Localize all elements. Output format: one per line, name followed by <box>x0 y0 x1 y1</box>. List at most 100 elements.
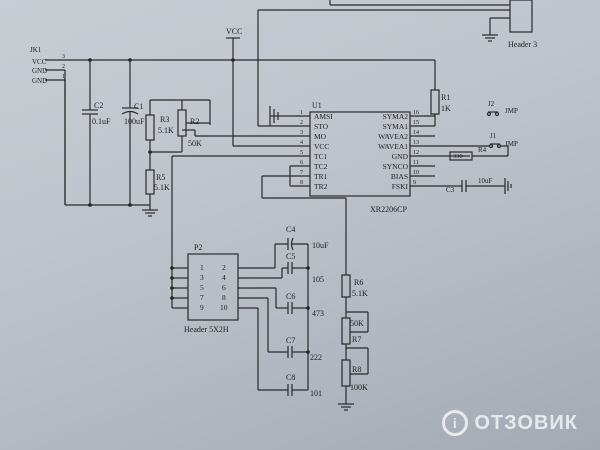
jk1-pin-num-1: 1 <box>62 74 65 80</box>
u1-part-number: XR2206CP <box>370 205 407 214</box>
u1-pin-12-name: GND <box>392 152 409 161</box>
u1-pin-3-num: 3 <box>300 130 303 136</box>
c7-value: 222 <box>310 353 322 362</box>
u1-pin-4-name: VCC <box>314 142 329 151</box>
p2-header <box>170 210 239 321</box>
p2-pin-3: 3 <box>200 273 204 282</box>
vcc-label: VCC <box>226 27 242 36</box>
p2-pin-7: 7 <box>200 293 204 302</box>
r1-resistor <box>430 89 440 126</box>
u1-right-pins: SYMA2 16 SYMA1 15 WAVEA2 14 WAVEA1 13 GN… <box>378 110 419 191</box>
header-3-lines <box>257 0 533 60</box>
otzovik-watermark: i ОТЗОВИК <box>442 410 578 436</box>
r6-ref: R6 <box>354 278 363 287</box>
u1-pin-13-name: WAVEA1 <box>378 142 408 151</box>
r2-value: 50K <box>188 139 202 148</box>
p2-pin-5: 5 <box>200 283 204 292</box>
p2-pin-6: 6 <box>222 283 226 292</box>
u1-pin-16-num: 16 <box>413 110 419 116</box>
j2-ref: J2 <box>488 100 495 108</box>
p2-pin-8: 8 <box>222 293 226 302</box>
r6-r7-r8-network <box>338 274 369 411</box>
r5-value: 5.1K <box>154 183 170 192</box>
u1-pin-8-num: 8 <box>300 180 303 186</box>
u1-pin-13-num: 13 <box>413 140 419 146</box>
r4-value: 330 <box>453 153 463 160</box>
p2-pin-10: 10 <box>220 303 228 312</box>
jk1-pin-vcc: VCC <box>32 58 47 66</box>
r1-ref: R1 <box>441 93 450 102</box>
u1-pin-6-name: TC2 <box>314 162 328 171</box>
p2-pin-2: 2 <box>222 263 226 272</box>
u1-pin-2-num: 2 <box>300 120 303 126</box>
c4-value: 10uF <box>312 241 329 250</box>
r7-value: 50K <box>350 319 364 328</box>
watermark-text: ОТЗОВИК <box>474 411 578 434</box>
p2-pin-9: 9 <box>200 303 204 312</box>
c4-ref: C4 <box>286 225 295 234</box>
c8-ref: C8 <box>286 373 295 382</box>
c8-value: 101 <box>310 389 322 398</box>
u1-left-pins: 1 AMSI 2 STO 3 MO 4 VCC 5 TC1 6 TC2 7 TR… <box>300 110 333 191</box>
jumpers-r4 <box>449 111 509 161</box>
j2-value: JMP <box>505 107 518 115</box>
r8-ref: R8 <box>352 365 361 374</box>
u1-pin-4-num: 4 <box>300 140 303 146</box>
p2-pin-numbers: 1 3 5 7 9 2 4 6 8 10 <box>200 263 228 312</box>
u1-pin-5-num: 5 <box>300 150 303 156</box>
p2-label: Header 5X2H <box>184 325 229 334</box>
c6-value: 473 <box>312 309 324 318</box>
c1-value: 100uF <box>124 117 145 126</box>
r5-ref: R5 <box>156 173 165 182</box>
r7-ref: R7 <box>352 335 361 344</box>
u1-pin-11-name: SYNCO <box>383 162 409 171</box>
vcc-symbol <box>226 37 240 146</box>
u1-pin-7-name: TR1 <box>314 172 328 181</box>
otzovik-logo-icon: i <box>442 410 469 436</box>
c3-ref: C3 <box>446 186 455 194</box>
u1-pin-14-num: 14 <box>413 130 419 136</box>
u1-pin-6-num: 6 <box>300 160 303 166</box>
r6-value: 5.1K <box>352 289 368 298</box>
u1-pin-1-name: AMSI <box>314 112 333 121</box>
jk1-connector <box>45 59 65 81</box>
c5-value: 105 <box>312 275 324 284</box>
r3-r2-r5-network <box>142 99 310 217</box>
supply-rails <box>64 58 436 207</box>
u1-pin-12-num: 12 <box>413 150 419 156</box>
u1-pin-5-name: TC1 <box>314 152 328 161</box>
c3-capacitor <box>450 178 512 194</box>
jk1-pin-gnd-2: GND <box>32 77 47 85</box>
u1-pin-15-num: 15 <box>413 120 419 126</box>
p2-pin-1: 1 <box>200 263 204 272</box>
r2-ref: R2 <box>190 117 199 126</box>
r3-value: 5.1K <box>158 126 174 135</box>
c7-ref: C7 <box>286 336 295 345</box>
r4-ref: R4 <box>478 146 487 154</box>
u1-pin-8-name: TR2 <box>314 182 328 191</box>
r1-value: 1K <box>441 104 451 113</box>
header-3-label: Header 3 <box>508 40 537 49</box>
p2-pin-4: 4 <box>222 273 226 282</box>
jk1-pin-num-3: 3 <box>62 54 65 60</box>
u1-pin-10-name: BIAS <box>391 172 408 181</box>
c2-value: 0.1uF <box>92 117 111 126</box>
c1-ref: C1 <box>134 102 143 111</box>
jk1-pin-num-2: 2 <box>62 64 65 70</box>
c1-capacitor <box>121 60 139 205</box>
j1-value: JMP <box>505 140 518 148</box>
u1-pin-3-name: MO <box>314 132 327 141</box>
u1-pin-11-num: 11 <box>413 160 419 166</box>
jk1-pin-gnd-1: GND <box>32 67 47 75</box>
u1-pin-9-name: FSKI <box>392 182 409 191</box>
u1-pin-2-name: STO <box>314 122 329 131</box>
r3-ref: R3 <box>160 115 169 124</box>
u1-pin-1-num: 1 <box>300 110 303 116</box>
u1-pin-9-num: 9 <box>413 180 416 186</box>
r8-value: 100K <box>350 383 368 392</box>
u1-pin-15-name: SYMA1 <box>383 122 409 131</box>
u1-ref: U1 <box>312 101 322 110</box>
c2-ref: C2 <box>94 101 103 110</box>
